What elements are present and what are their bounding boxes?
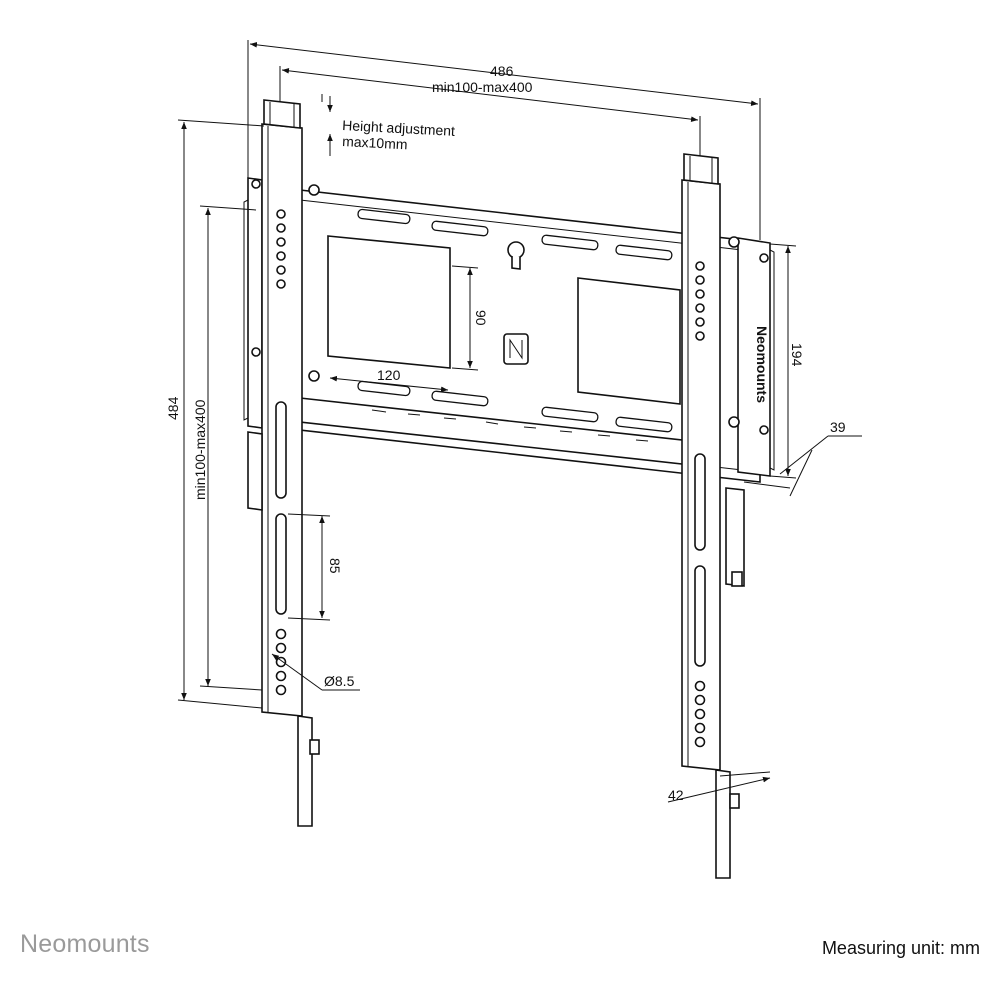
slot-horizontal-spacing-label: 120 xyxy=(377,367,401,383)
pattern-width-label: min100-max400 xyxy=(432,79,533,95)
pattern-height-label: min100-max400 xyxy=(192,399,208,500)
height-adjustment-label: Height adjustment xyxy=(342,117,456,139)
keyhole-icon xyxy=(507,241,525,270)
overall-height-label: 484 xyxy=(165,396,181,420)
plate-height-label: 194 xyxy=(789,343,805,367)
arm-slot-length-label: 85 xyxy=(327,558,343,574)
dimension-lines xyxy=(177,40,862,803)
slot-vertical-spacing-label: 90 xyxy=(473,310,489,326)
arm-depth-label: 42 xyxy=(668,787,684,803)
dimension-labels: 486 min100-max400 Height adjustment max1… xyxy=(165,63,846,803)
right-arm xyxy=(681,153,745,879)
left-arm xyxy=(247,99,320,827)
wall-distance-label: 39 xyxy=(830,419,846,435)
hole-diameter-label: Ø8.5 xyxy=(324,673,355,689)
footer-brand-logo: Neomounts xyxy=(20,930,150,958)
plate-brand-label: Neomounts xyxy=(754,326,770,403)
neomounts-logo-icon xyxy=(503,333,529,365)
measuring-unit-note: Measuring unit: mm xyxy=(821,938,980,958)
overall-width-label: 486 xyxy=(490,63,514,79)
height-adjustment-value: max10mm xyxy=(342,133,408,152)
